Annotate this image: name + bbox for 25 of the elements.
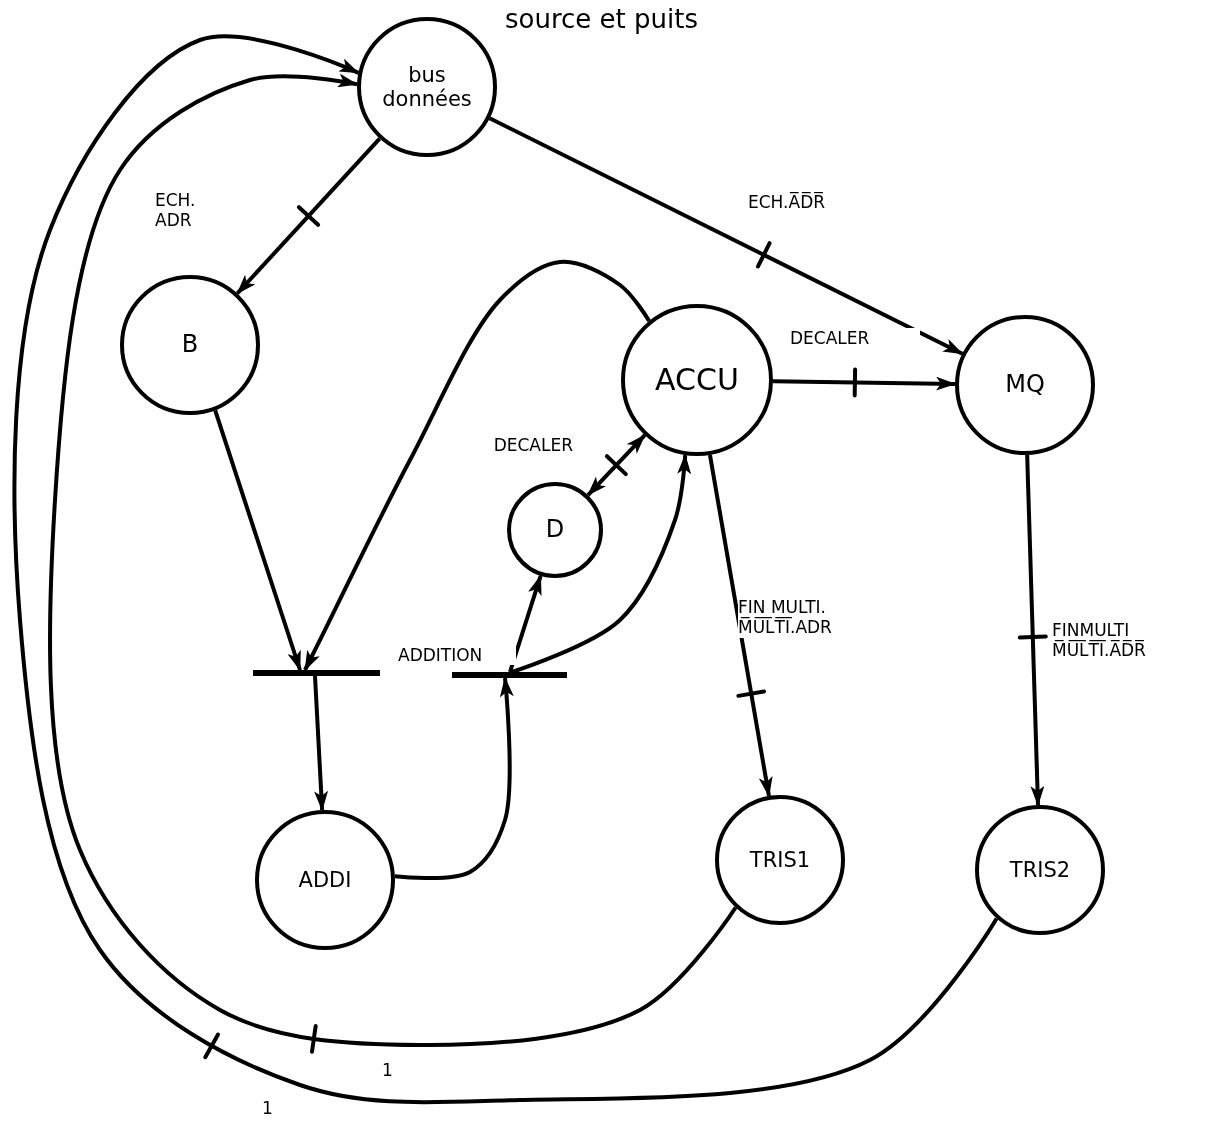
place-label: TRIS1 [749,847,811,873]
arc-arrow [707,454,773,797]
arc-arrow [213,409,302,671]
place-label: TRIS2 [1009,857,1071,883]
arc-arrow [511,454,692,674]
arc-arrow [488,116,964,356]
place-label: ACCU [655,362,739,398]
place-label: ADDI [298,867,352,893]
arc-arrow [48,73,738,1047]
place-label: B [181,331,199,359]
arc-arrow [772,376,956,391]
place-label: bus données [381,62,473,112]
transition-bar [452,672,567,678]
arc-arrow [586,433,647,497]
arc-arrow [1025,454,1045,807]
place-label: D [545,516,565,544]
arc-arrow [235,137,382,295]
arc-arrow [394,677,514,881]
arc-arrow [12,34,999,1105]
transition-bar [253,670,380,676]
arc-arrow [303,259,651,671]
node-caption: ADDITION [398,645,516,666]
place-label: MQ [1005,371,1045,399]
arc-arrow [508,574,543,673]
arc-arrow [313,675,329,812]
